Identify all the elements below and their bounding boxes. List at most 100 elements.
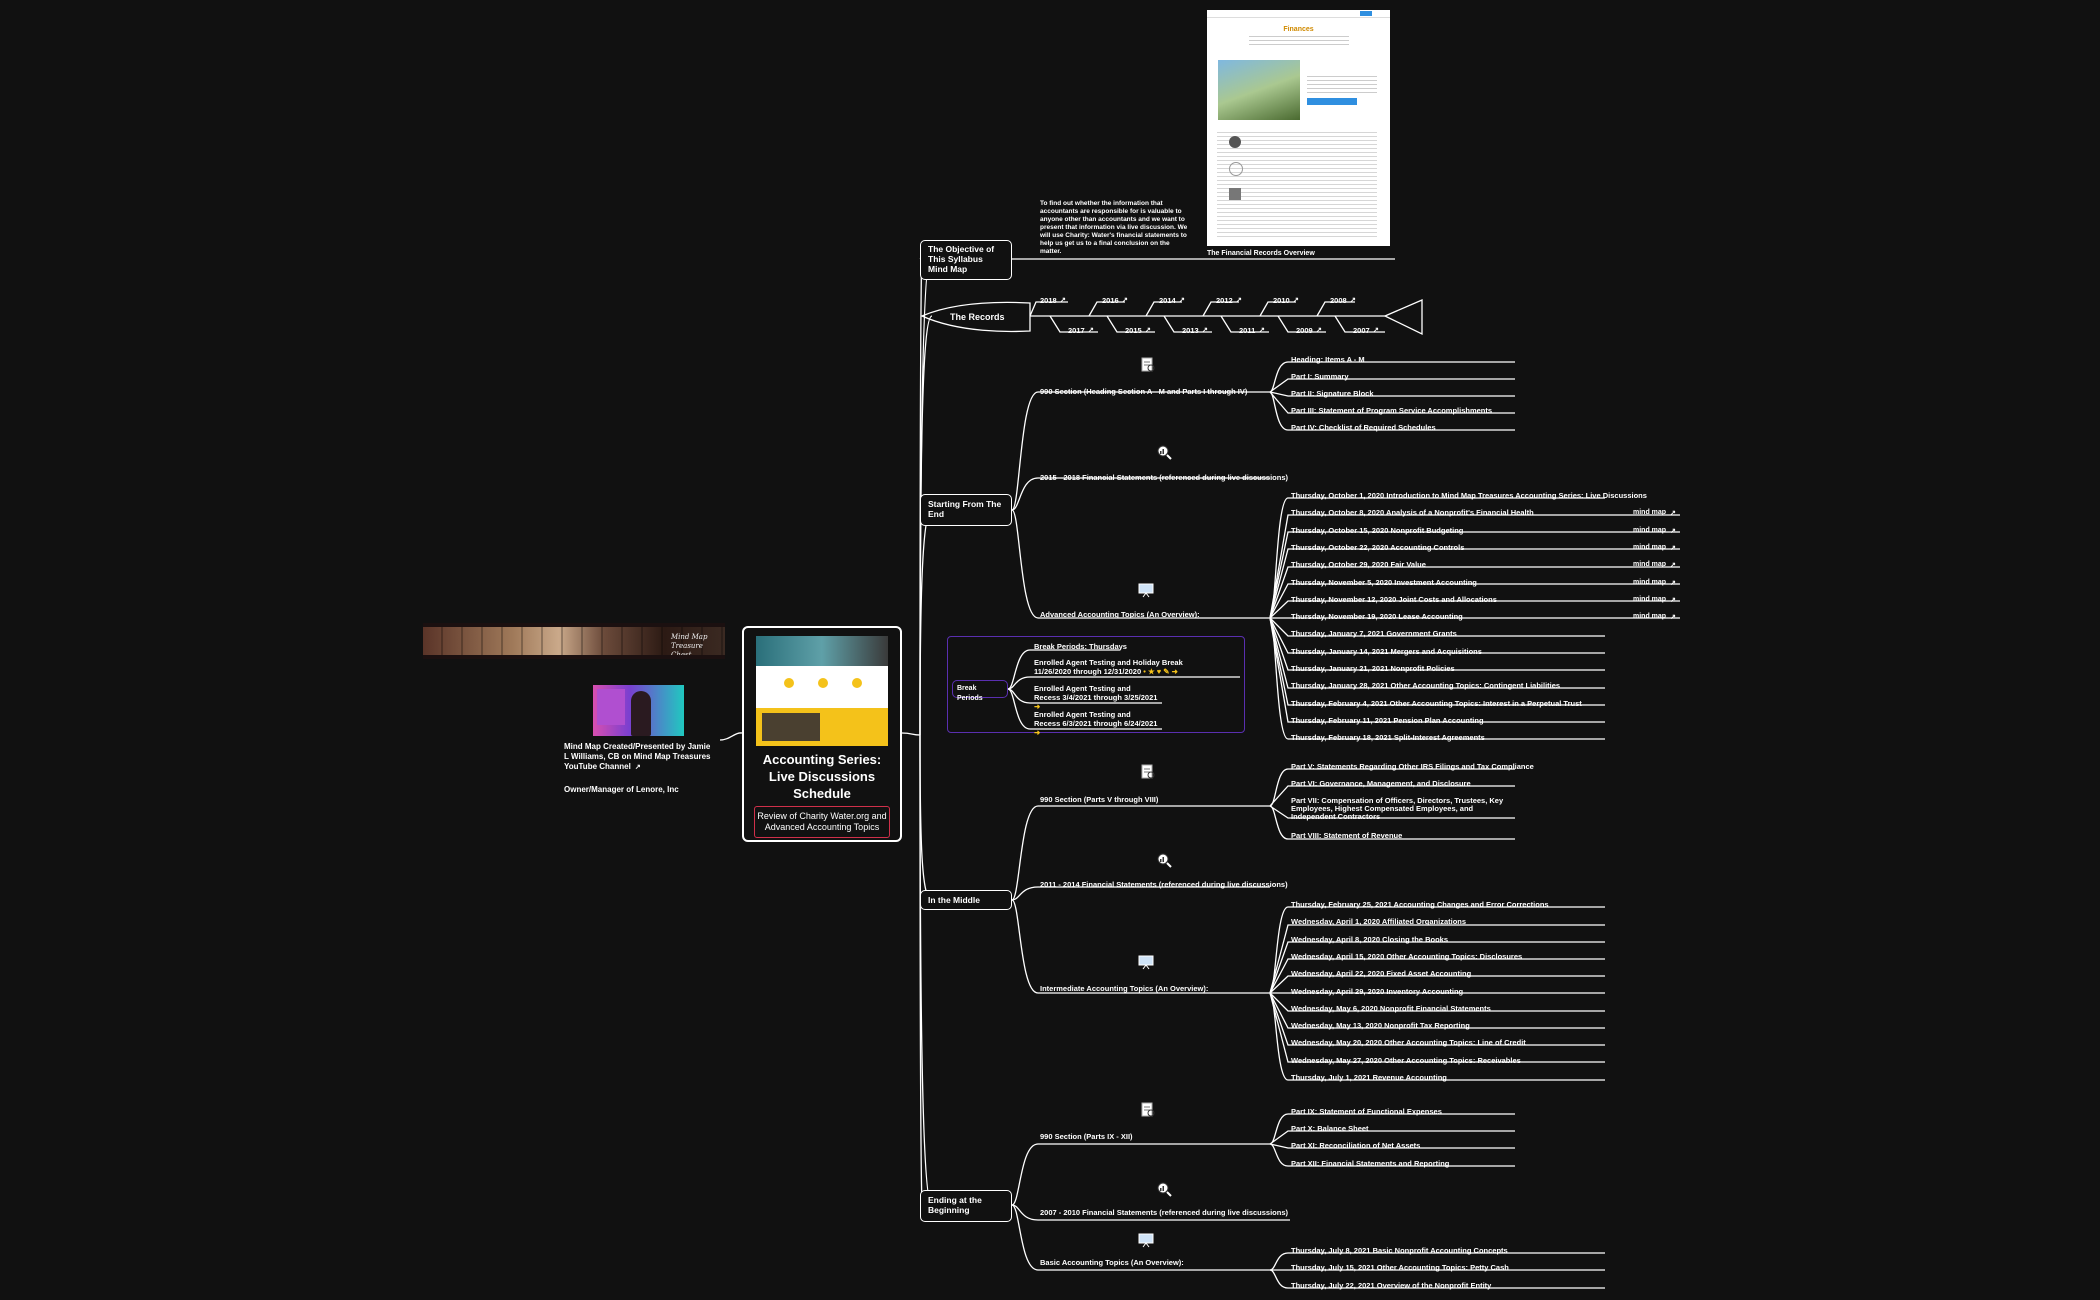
advanced-topics-label[interactable]: Advanced Accounting Topics (An Overview)… [1040,610,1200,619]
central-subtitle[interactable]: Review of Charity Water.org and Advanced… [754,806,890,838]
starting-990-label[interactable]: 990 Section (Heading Section A - M and P… [1040,387,1248,396]
external-link-icon[interactable]: ↗ [1670,596,1676,604]
record-year-2010[interactable]: 2010 [1273,296,1290,305]
advanced-topic-item[interactable]: Thursday, November 12, 2020 Joint Costs … [1291,594,1497,604]
external-link-icon[interactable]: ↗ [1259,327,1265,334]
mind-map-link[interactable]: mind map [1633,509,1667,517]
mind-map-link[interactable]: mind map [1633,613,1667,621]
advanced-topic-item[interactable]: Thursday, February 4, 2021 Other Account… [1291,698,1582,708]
advanced-topic-item[interactable]: Thursday, October 22, 2020 Accounting Co… [1291,542,1465,552]
advanced-topic-item[interactable]: Thursday, January 21, 2021 Nonprofit Pol… [1291,664,1455,673]
financial-records-preview[interactable]: Finances [1207,10,1390,246]
external-link-icon[interactable]: ↗ [1670,510,1676,518]
intermediate-topic-item[interactable]: Wednesday, May 6, 2020 Nonprofit Financi… [1291,1003,1491,1013]
external-link-icon[interactable]: ↗ [1060,297,1066,304]
advanced-topic-item[interactable]: Thursday, October 29, 2020 Fair Value [1291,560,1426,570]
intermediate-topic-item[interactable]: Wednesday, April 1, 2020 Affiliated Orga… [1291,917,1467,927]
external-link-icon[interactable]: ↗ [1179,297,1185,304]
preview-caption[interactable]: The Financial Records Overview [1207,250,1315,257]
starting-topic[interactable]: Starting From The End [920,494,1012,526]
break-item[interactable]: Break Periods: Thursdays [1034,642,1127,651]
section-990-item[interactable]: Part XI: Reconciliation of Net Assets [1291,1141,1421,1150]
section-990-item[interactable]: Part III: Statement of Program Service A… [1291,406,1493,415]
intermediate-topic-item[interactable]: Thursday, February 25, 2021 Accounting C… [1291,900,1549,909]
record-year-2009[interactable]: 2009 [1296,326,1313,335]
middle-fs-label[interactable]: 2011 - 2014 Financial Statements (refere… [1040,880,1288,889]
section-990-item[interactable]: Part IX: Statement of Functional Expense… [1291,1107,1442,1116]
intermediate-topic-item[interactable]: Wednesday, April 15, 2020 Other Accounti… [1291,951,1523,961]
basic-topic-item[interactable]: Thursday, July 22, 2021 Overview of the … [1291,1280,1492,1290]
record-year-2014[interactable]: 2014 [1159,296,1176,305]
break-item[interactable]: Enrolled Agent Testing and Holiday Break… [1034,658,1183,676]
external-link-icon[interactable]: ↗ [1670,562,1676,570]
intermediate-topic-item[interactable]: Wednesday, April 22, 2020 Fixed Asset Ac… [1291,969,1472,979]
external-link-icon[interactable]: ↗ [1350,297,1356,304]
intermediate-topic-item[interactable]: Wednesday, April 8, 2020 Closing the Boo… [1291,934,1448,944]
records-topic[interactable]: The Records [950,312,1005,322]
middle-990-label[interactable]: 990 Section (Parts V through VIII) [1040,795,1159,804]
external-link-icon[interactable]: ↗ [1316,327,1322,334]
break-item[interactable]: Enrolled Agent Testing and Recess 3/4/20… [1034,684,1158,711]
record-year-2007[interactable]: 2007 [1353,326,1370,335]
intermediate-topic-item[interactable]: Wednesday, May 13, 2020 Nonprofit Tax Re… [1291,1021,1470,1031]
section-990-item[interactable]: Part VIII: Statement of Revenue [1291,831,1403,840]
beginning-fs-label[interactable]: 2007 - 2010 Financial Statements (refere… [1040,1208,1289,1217]
advanced-topic-item[interactable]: Thursday, October 8, 2020 Analysis of a … [1291,508,1534,518]
external-link-icon[interactable]: ↗ [1145,327,1151,334]
external-link-icon[interactable]: ↗ [1670,579,1676,587]
record-year-2017[interactable]: 2017 [1068,326,1085,335]
external-link-icon[interactable]: ↗ [1202,327,1208,334]
record-year-2012[interactable]: 2012 [1216,296,1233,305]
advanced-topic-item[interactable]: Thursday, October 1, 2020 Introduction t… [1291,491,1647,500]
advanced-topic-item[interactable]: Thursday, February 18, 2021 Split-Intere… [1291,733,1485,743]
intermediate-topic-item[interactable]: Thursday, July 1, 2021 Revenue Accountin… [1291,1073,1447,1082]
advanced-topic-item[interactable]: Thursday, January 14, 2021 Mergers and A… [1291,646,1482,656]
intermediate-topic-item[interactable]: Wednesday, April 29, 2020 Inventory Acco… [1291,986,1464,996]
mind-map-link[interactable]: mind map [1633,526,1667,534]
basic-topics-label[interactable]: Basic Accounting Topics (An Overview): [1040,1258,1184,1267]
external-link-icon[interactable]: ↗ [1670,614,1676,622]
mind-map-link[interactable]: mind map [1633,578,1667,586]
external-link-icon[interactable]: ↗ [1670,544,1676,552]
advanced-topic-item[interactable]: Thursday, January 28, 2021 Other Account… [1291,681,1561,691]
section-990-item[interactable]: Part I: Summary [1291,372,1349,381]
external-link-icon[interactable]: ↗ [1293,297,1299,304]
advanced-topic-item[interactable]: Thursday, February 11, 2021 Pension Plan… [1291,715,1484,725]
section-990-item[interactable]: Part II: Signature Block [1291,389,1374,398]
break-periods-topic[interactable]: Break Periods [952,680,1008,702]
record-year-2016[interactable]: 2016 [1102,296,1119,305]
starting-fs-label[interactable]: 2015 - 2018 Financial Statements (refere… [1040,473,1289,482]
advanced-topic-item[interactable]: Thursday, January 7, 2021 Government Gra… [1291,629,1457,639]
intermediate-topic-item[interactable]: Wednesday, May 27, 2020 Other Accounting… [1291,1055,1521,1065]
creator-credit[interactable]: Mind Map Created/Presented by Jamie L Wi… [564,742,711,771]
external-link-icon[interactable]: ↗ [1088,327,1094,334]
section-990-item[interactable]: Part XII: Financial Statements and Repor… [1291,1159,1450,1168]
record-year-2013[interactable]: 2013 [1182,326,1199,335]
advanced-topic-item[interactable]: Thursday, November 19, 2020 Lease Accoun… [1291,612,1463,622]
section-990-item[interactable]: Part VI: Governance, Management, and Dis… [1291,779,1471,788]
section-990-item[interactable]: Heading: Items A - M [1291,355,1365,364]
advanced-topic-item[interactable]: Thursday, November 5, 2020 Investment Ac… [1291,577,1477,587]
beginning-topic[interactable]: Ending at the Beginning [920,1190,1012,1222]
break-item[interactable]: Enrolled Agent Testing and Recess 6/3/20… [1034,710,1158,737]
external-link-icon[interactable]: ↗ [1670,527,1676,535]
record-year-2008[interactable]: 2008 [1330,296,1347,305]
mind-map-link[interactable]: mind map [1633,561,1667,569]
beginning-990-label[interactable]: 990 Section (Parts IX - XII) [1040,1132,1133,1141]
record-year-2018[interactable]: 2018 [1040,296,1057,305]
record-year-2011[interactable]: 2011 [1239,326,1256,335]
record-year-2015[interactable]: 2015 [1125,326,1142,335]
external-link-icon[interactable]: ↗ [1122,297,1128,304]
central-topic[interactable]: Accounting Series: Live Discussions Sche… [742,626,902,842]
section-990-item[interactable]: Part VII: Compensation of Officers, Dire… [1291,796,1504,821]
basic-topic-item[interactable]: Thursday, July 15, 2021 Other Accounting… [1291,1263,1509,1273]
section-990-item[interactable]: Part IV: Checklist of Required Schedules [1291,423,1436,432]
intermediate-topics-label[interactable]: Intermediate Accounting Topics (An Overv… [1040,984,1209,993]
intermediate-topic-item[interactable]: Wednesday, May 20, 2020 Other Accounting… [1291,1038,1526,1048]
middle-topic[interactable]: In the Middle [920,890,1012,910]
section-990-item[interactable]: Part X: Balance Sheet [1291,1124,1369,1133]
mind-map-link[interactable]: mind map [1633,543,1667,551]
mind-map-link[interactable]: mind map [1633,595,1667,603]
advanced-topic-item[interactable]: Thursday, October 15, 2020 Nonprofit Bud… [1291,525,1464,535]
basic-topic-item[interactable]: Thursday, July 8, 2021 Basic Nonprofit A… [1291,1246,1508,1255]
